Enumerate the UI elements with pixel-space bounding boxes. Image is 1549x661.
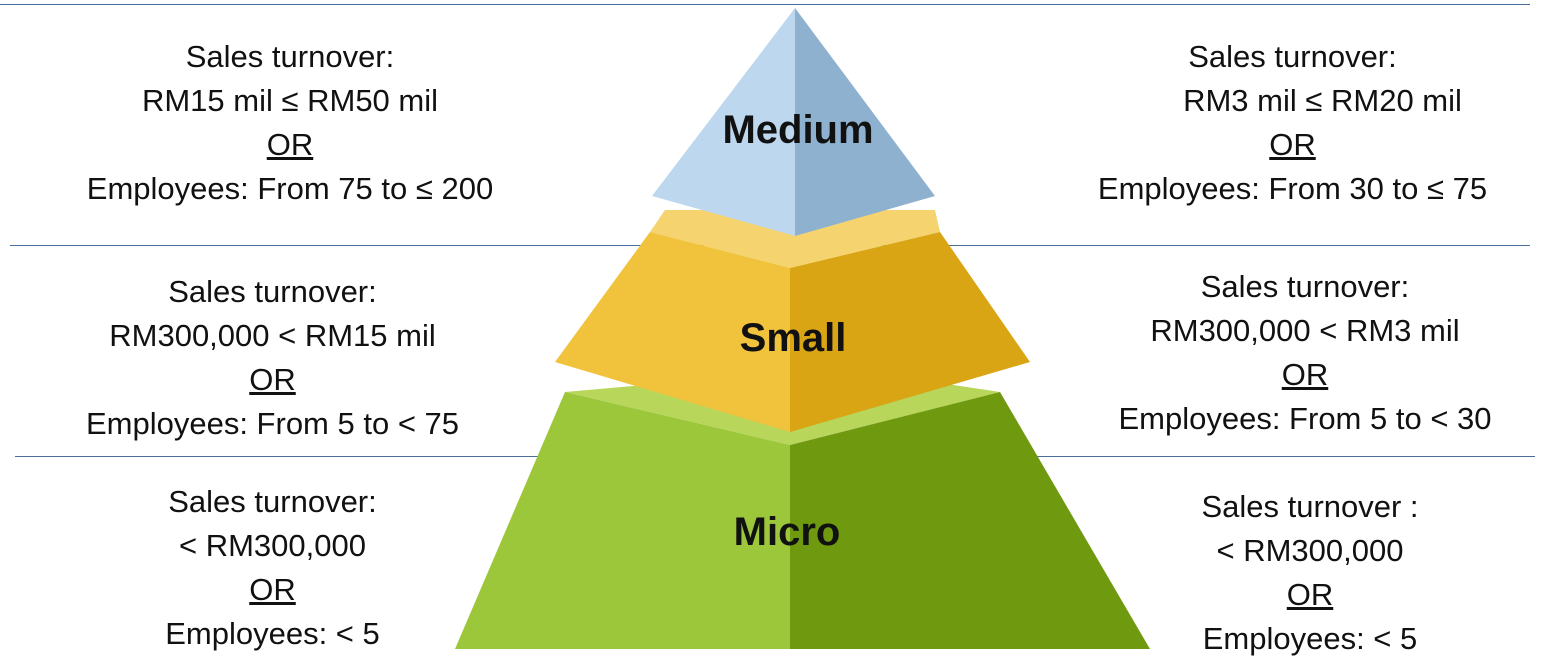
- micro-right-employees: Employees: < 5: [1202, 621, 1418, 656]
- medium-right-employees: Employees: From 30 to ≤ 75: [1097, 171, 1488, 206]
- medium-tier-shape: [652, 8, 935, 236]
- small-right-or: OR: [1281, 357, 1329, 392]
- medium-left-sales-label: Sales turnover:: [185, 39, 395, 74]
- small-front-right-face: [790, 232, 1030, 432]
- divider-top: [0, 4, 1530, 5]
- micro-front-left-face: [455, 392, 790, 649]
- small-right-criteria: Sales turnover: RM300,000 < RM3 mil OR E…: [1065, 265, 1545, 441]
- small-right-sales-range: RM300,000 < RM3 mil: [1150, 313, 1460, 348]
- small-left-criteria: Sales turnover: RM300,000 < RM15 mil OR …: [10, 270, 535, 446]
- micro-front-right-face: [790, 392, 1150, 649]
- small-left-employees: Employees: From 5 to < 75: [85, 406, 460, 441]
- micro-left-sales-label: Sales turnover:: [168, 484, 377, 519]
- micro-left-sales-range: < RM300,000: [179, 528, 366, 563]
- small-top-face: [650, 210, 940, 268]
- small-tier-shape: [555, 210, 1030, 432]
- small-left-or: OR: [249, 362, 296, 397]
- small-front-left-face: [555, 232, 790, 432]
- medium-right-criteria: Sales turnover: RM3 mil ≤ RM20 mil OR Em…: [1040, 35, 1545, 211]
- micro-left-criteria: Sales turnover: < RM300,000 OR Employees…: [10, 480, 535, 656]
- micro-left-or: OR: [249, 572, 296, 607]
- micro-left-employees: Employees: < 5: [165, 616, 380, 651]
- medium-left-sales-range: RM15 mil ≤ RM50 mil: [141, 83, 439, 118]
- medium-left-or: OR: [266, 127, 314, 162]
- medium-right-sales-range: RM3 mil ≤ RM20 mil: [1183, 83, 1462, 118]
- medium-left-employees: Employees: From 75 to ≤ 200: [86, 171, 494, 206]
- micro-tier-label: Micro: [733, 510, 841, 554]
- medium-right-or: OR: [1269, 127, 1316, 162]
- medium-front-right-face: [795, 8, 935, 236]
- small-right-employees: Employees: From 5 to < 30: [1118, 401, 1492, 436]
- small-left-sales-label: Sales turnover:: [168, 274, 377, 309]
- medium-front-left-face: [652, 8, 795, 236]
- small-tier-label: Small: [739, 316, 847, 360]
- medium-tier-label: Medium: [722, 108, 874, 152]
- medium-right-sales-label: Sales turnover:: [1188, 39, 1397, 74]
- small-right-sales-label: Sales turnover:: [1200, 269, 1410, 304]
- micro-right-or: OR: [1286, 577, 1334, 612]
- micro-right-sales-range: < RM300,000: [1216, 533, 1404, 568]
- micro-right-criteria: Sales turnover : < RM300,000 OR Employee…: [1080, 485, 1540, 661]
- micro-right-sales-label: Sales turnover :: [1201, 489, 1419, 524]
- medium-left-criteria: Sales turnover: RM15 mil ≤ RM50 mil OR E…: [25, 35, 555, 211]
- small-left-sales-range: RM300,000 < RM15 mil: [109, 318, 436, 353]
